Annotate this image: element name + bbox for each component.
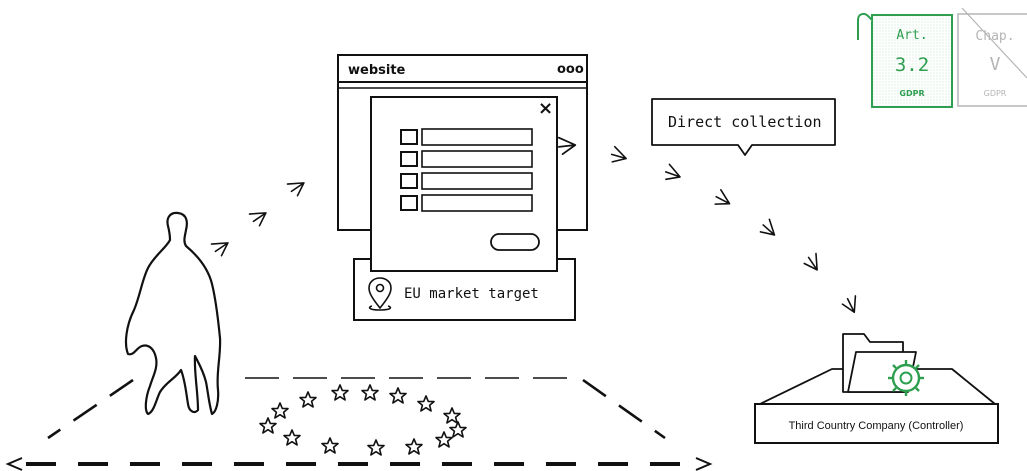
eu-star-icon xyxy=(271,402,289,419)
form-checkbox[interactable] xyxy=(400,173,418,189)
form-field[interactable] xyxy=(421,150,533,168)
chapter-badge-number: V xyxy=(990,54,1001,75)
eu-star-icon xyxy=(405,438,423,455)
window-menu-dots[interactable]: ooo xyxy=(557,62,584,77)
form-checkbox[interactable] xyxy=(400,195,418,211)
third-country-company: Third Country Company (Controller) xyxy=(754,333,999,444)
company-label: Third Country Company (Controller) xyxy=(789,420,964,432)
form-checkbox[interactable] xyxy=(400,129,418,145)
eu-star-icon xyxy=(389,387,407,404)
arrow-icon xyxy=(801,252,824,275)
eu-star-icon xyxy=(367,439,385,456)
gdpr-chapter-badge[interactable]: Chap. V GDPR xyxy=(957,7,1027,107)
website-title: website xyxy=(348,63,406,78)
arrow-icon xyxy=(711,189,735,212)
arrow-icon xyxy=(608,145,630,168)
gear-icon xyxy=(888,360,924,396)
arrow-icon xyxy=(840,295,862,316)
eu-star-icon xyxy=(443,407,461,424)
form-submit-button[interactable] xyxy=(490,233,540,251)
data-form-popup: × xyxy=(370,96,558,272)
eu-star-icon xyxy=(283,429,301,446)
eu-star-icon xyxy=(417,395,435,412)
close-icon[interactable]: × xyxy=(538,98,553,119)
form-field[interactable] xyxy=(421,194,533,212)
eu-star-icon xyxy=(259,417,277,434)
chapter-badge-top: Chap. xyxy=(975,29,1014,44)
form-field[interactable] xyxy=(421,128,533,146)
arrow-icon xyxy=(757,218,781,242)
flow-arrows-to-company xyxy=(608,145,862,316)
article-badge-number: 3.2 xyxy=(895,54,929,76)
eu-stars-circle xyxy=(259,384,467,456)
eu-star-icon xyxy=(361,384,379,401)
eu-market-target-label: EU market target xyxy=(404,286,539,302)
arrow-icon xyxy=(210,236,233,259)
article-badge-top: Art. xyxy=(896,28,927,43)
eu-star-icon xyxy=(299,391,317,408)
arrow-icon xyxy=(286,176,309,199)
eu-star-icon xyxy=(435,431,453,448)
eu-star-icon xyxy=(321,437,339,454)
eu-star-icon xyxy=(331,384,349,401)
flow-arrows-to-website xyxy=(210,158,360,259)
direct-collection-label: Direct collection xyxy=(668,113,822,131)
chapter-badge-source: GDPR xyxy=(984,89,1007,98)
form-field[interactable] xyxy=(421,172,533,190)
person-silhouette xyxy=(124,211,222,416)
form-checkbox[interactable] xyxy=(400,151,418,167)
eu-territory-floor xyxy=(5,377,713,471)
direct-collection-bubble: Direct collection xyxy=(651,98,836,156)
article-badge-source: GDPR xyxy=(899,89,924,98)
eu-star-icon xyxy=(449,421,467,438)
arrow-icon xyxy=(248,206,271,229)
arrow-icon xyxy=(662,163,684,186)
location-pin-icon xyxy=(368,277,392,311)
gdpr-article-badge[interactable]: Art. 3.2 GDPR xyxy=(857,12,953,108)
